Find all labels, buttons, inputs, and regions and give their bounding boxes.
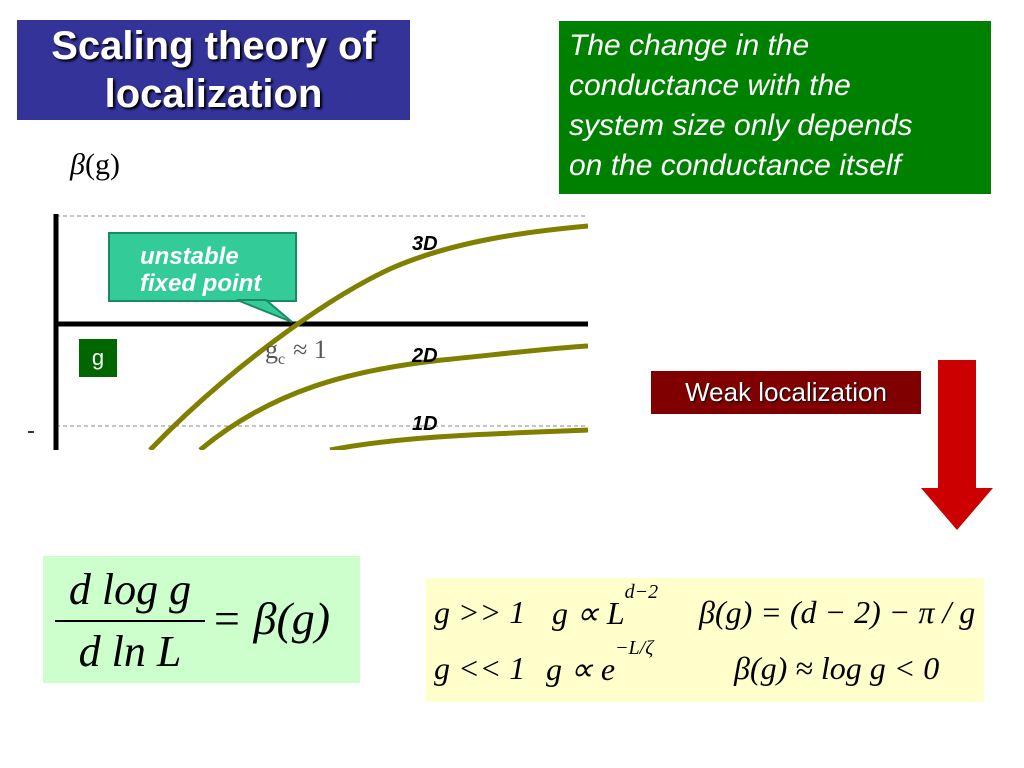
note-line4: on the conductance itself <box>569 149 901 182</box>
curve-3d-label: 3D <box>412 233 438 255</box>
beta-function-graph: unstable fixed point 3D 2D 1D gc≈ 1 <box>28 214 588 450</box>
gc-subscript: c <box>278 351 285 368</box>
curve-3d <box>148 223 588 450</box>
curve-2d-label: 2D <box>411 345 438 367</box>
slide-title: Scaling theory of localization <box>17 20 410 120</box>
slide-title-line1: Scaling theory of <box>51 24 376 68</box>
down-arrow-shape <box>921 360 993 530</box>
note-line1: The change in the <box>569 29 810 62</box>
callout-line1: unstable <box>140 243 239 270</box>
y-axis-label: β(g) <box>70 148 120 182</box>
beta-argument: (g) <box>84 148 120 181</box>
weak-localization-label: Weak localization <box>651 371 921 414</box>
regime2-scaling-exponent: −L/ζ <box>615 637 654 660</box>
gc-symbol: g <box>265 335 278 364</box>
scaling-equation: d log g d ln L = β(g) <box>43 556 360 683</box>
down-arrow-icon <box>921 360 993 530</box>
regime1-condition: g >> 1 <box>434 594 526 630</box>
regime2-scaling-base: g ∝ e <box>546 651 616 687</box>
regime1-scaling: g ∝ Ld−2 <box>552 581 658 632</box>
equation-denominator: d ln L <box>78 627 182 676</box>
curve-1d <box>329 427 588 450</box>
gc-value: ≈ 1 <box>293 335 327 364</box>
curve-2d <box>198 343 588 450</box>
note-line3: system size only depends <box>569 109 913 142</box>
regime2-condition: g << 1 <box>434 650 526 686</box>
regime1-scaling-base: g ∝ L <box>552 595 625 631</box>
fraction-bar <box>55 620 205 622</box>
slide-title-line2: localization <box>104 72 323 116</box>
regime2-beta: β(g) ≈ log g < 0 <box>734 650 940 686</box>
critical-conductance-label: gc ≈ 1 <box>265 335 327 368</box>
regime2-scaling: g ∝ e−L/ζ <box>546 637 653 688</box>
regime1-beta: β(g) = (d − 2) − π / g <box>699 594 976 630</box>
callout-pointer <box>236 299 293 323</box>
beta-symbol: β <box>70 148 85 181</box>
equation-rhs: = β(g) <box>211 593 331 644</box>
g-axis-tag: g <box>79 339 117 377</box>
regime-table: g >> 1 g ∝ Ld−2 β(g) = (d − 2) − π / g g… <box>426 578 984 702</box>
equation-numerator: d log g <box>68 565 192 614</box>
explanation-note: The change in the conductance with the s… <box>559 21 991 194</box>
callout-box <box>108 232 297 302</box>
note-line2: conductance with the <box>569 69 851 102</box>
equation-fraction: d log g d ln L <box>55 564 205 678</box>
curve-1d-label: 1D <box>412 413 438 435</box>
regime1-scaling-exponent: d−2 <box>624 581 659 604</box>
callout-line2: fixed point <box>140 270 262 297</box>
